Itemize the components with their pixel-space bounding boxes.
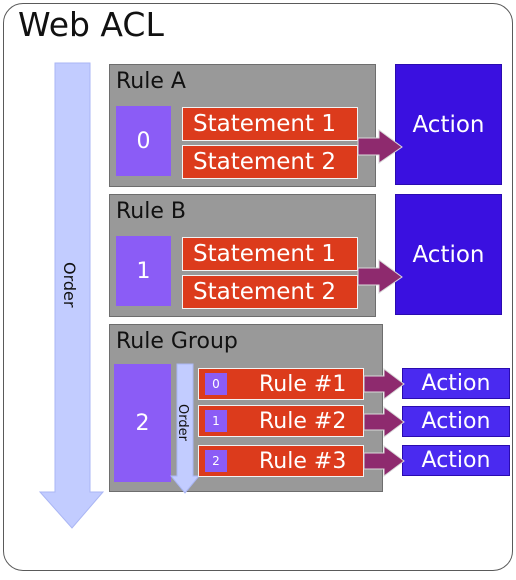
rule-b-order: 1: [116, 236, 171, 306]
group-rule-3-connector-arrow: [363, 445, 405, 477]
group-rule-2: 1 Rule #2: [198, 405, 364, 437]
diagram-title: Web ACL: [18, 5, 164, 44]
rule-b-statement-2: Statement 2: [182, 275, 358, 309]
group-rule-2-connector-arrow: [363, 406, 405, 438]
rule-a-order: 0: [116, 106, 171, 176]
group-rule-1: 0 Rule #1: [198, 368, 364, 400]
rule-a-statement-1: Statement 1: [182, 107, 358, 141]
group-rule-2-order: 1: [205, 410, 227, 432]
group-rule-3-order: 2: [205, 450, 227, 472]
group-rule-2-label: Rule #2: [259, 409, 347, 434]
group-rule-1-label: Rule #1: [259, 372, 347, 397]
rule-b-title: Rule B: [116, 199, 186, 224]
rule-a-connector-arrow: [357, 129, 403, 164]
group-rule-1-action: Action: [402, 368, 510, 399]
rule-b-action: Action: [395, 194, 502, 315]
rule-group-title: Rule Group: [116, 329, 238, 354]
group-rule-3: 2 Rule #3: [198, 445, 364, 477]
group-rule-1-connector-arrow: [363, 368, 405, 400]
group-rule-1-order: 0: [205, 373, 227, 395]
rule-group-order: 2: [114, 364, 171, 482]
rule-a-title: Rule A: [116, 69, 186, 94]
rule-a-statement-2: Statement 2: [182, 145, 358, 179]
group-rule-3-label: Rule #3: [259, 449, 347, 474]
rule-a-action: Action: [395, 64, 502, 185]
rule-b-connector-arrow: [357, 259, 403, 294]
rule-b-statement-1: Statement 1: [182, 237, 358, 271]
order-label: Order: [60, 262, 79, 308]
group-order-label: Order: [175, 404, 190, 441]
group-rule-3-action: Action: [402, 445, 510, 476]
